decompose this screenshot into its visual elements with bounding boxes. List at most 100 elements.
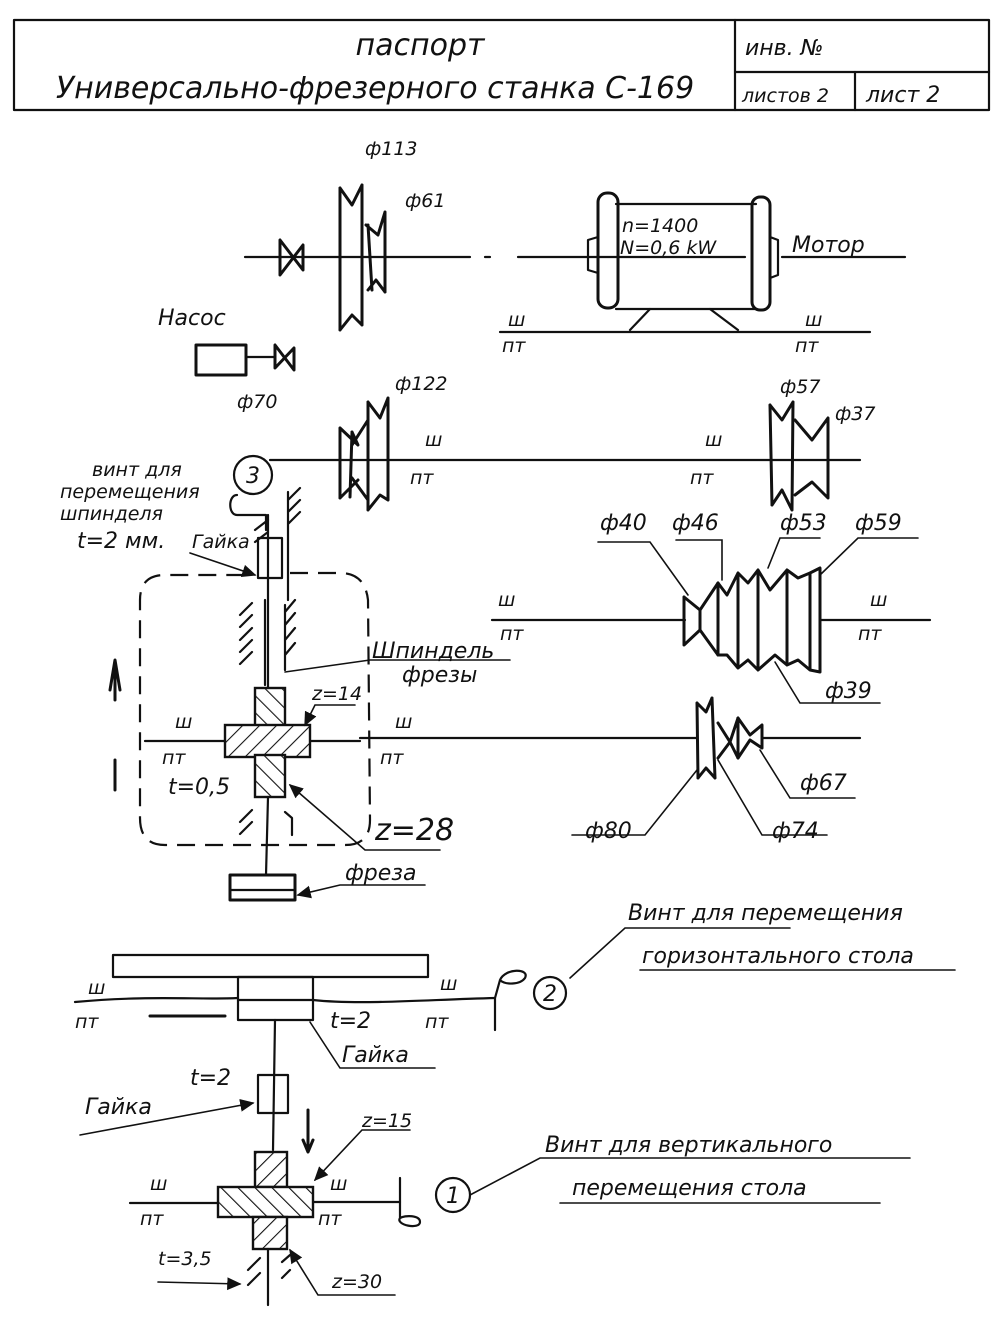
spindle-screw-label: винт для <box>92 459 182 481</box>
gear-z15-label: z=15 <box>361 1110 412 1132</box>
pulley-113-icon <box>338 183 364 332</box>
handwheel-icon <box>229 493 268 532</box>
bearing-symbol-bottom: пт <box>858 623 882 645</box>
pulley-122-label: ф122 <box>395 373 448 395</box>
gear-z14-icon <box>253 686 287 730</box>
title-block: паспорт Универсально-фрезерного станка С… <box>12 18 991 112</box>
vertical-motion-arrow <box>301 1108 315 1154</box>
pulley-122-icon <box>350 396 390 512</box>
motor-icon <box>498 191 872 334</box>
cone-59-label: ф59 <box>855 511 902 536</box>
pump-label: Насос <box>158 306 226 331</box>
pump-icon <box>194 343 248 377</box>
lower-shaft-assembly: ф80 ф74 ф67 <box>358 696 862 844</box>
horizontal-table-assembly: ш пт ш пт t=2 2 Винт для перемещения гор… <box>73 901 956 1069</box>
worm-gear-icon <box>223 723 312 759</box>
bearing-icon <box>238 601 254 666</box>
bearing-symbol-top: ш <box>705 429 722 451</box>
pulley-37-icon <box>793 416 830 500</box>
pulley-80-label: ф80 <box>585 819 632 844</box>
bearing-symbol-bottom: пт <box>690 467 714 489</box>
document-title: паспорт <box>356 28 487 63</box>
pump-pulley-icon <box>273 343 296 372</box>
bearing-symbol-bottom: пт <box>410 467 434 489</box>
bearing-symbol-bottom: пт <box>425 1011 449 1033</box>
vertical-screw-label: Винт для вертикального <box>545 1133 832 1158</box>
spindle-assembly: 3 винт для перемещения шпинделя t=2 мм. … <box>60 454 511 902</box>
milling-cutter-icon <box>228 873 297 902</box>
spindle-screw-label: шпинделя <box>60 503 163 525</box>
spindle-screw-label: перемещения <box>60 481 200 503</box>
bearing-symbol-bottom: пт <box>162 747 186 769</box>
bearing-symbol-top: ш <box>508 309 525 331</box>
bearing-symbol-top: ш <box>805 309 822 331</box>
bearing-symbol-bottom: пт <box>140 1208 164 1230</box>
bearing-symbol-top: ш <box>395 711 412 733</box>
bearing-icon <box>283 598 297 672</box>
pulley-74-label: ф74 <box>772 819 819 844</box>
cone-pulley-icon <box>682 581 720 657</box>
motor-label: Мотор <box>792 233 865 258</box>
bearing-symbol-bottom: пт <box>75 1011 99 1033</box>
intermediate-shaft-assembly: ф122 ш пт ш пт ф57 ф37 <box>268 373 875 512</box>
inventory-number-label: инв. № <box>745 36 824 61</box>
bearing-symbol-top: ш <box>440 973 457 995</box>
bevel-gear-icon <box>216 1185 315 1219</box>
callout-3-circle <box>232 454 274 496</box>
bearing-symbol-bottom: пт <box>380 747 404 769</box>
pulley-57-label: ф57 <box>780 376 820 398</box>
pump-assembly: Насос ф70 <box>158 306 296 413</box>
cone-pulley-icon <box>716 566 822 674</box>
pulley-80-icon <box>695 696 717 780</box>
gear-z30-icon <box>251 1215 289 1251</box>
lead-screw-line <box>73 996 497 1004</box>
horizontal-screw-pitch: t=2 <box>330 1009 371 1034</box>
spindle-nut-label: Гайка <box>192 531 250 553</box>
gear-z14-label: z=14 <box>311 683 362 705</box>
lead-screw-line <box>271 1018 277 1152</box>
cone-40-label: ф40 <box>600 511 647 536</box>
vertical-nut-label: Гайка <box>85 1095 152 1120</box>
cone-46-label: ф46 <box>672 511 719 536</box>
bearing-symbol-top: ш <box>498 589 515 611</box>
pulley-113-label: ф113 <box>365 138 418 160</box>
callout-3-number: 3 <box>246 464 260 489</box>
bearing-symbol-top: ш <box>870 589 887 611</box>
bearing-symbol-top: ш <box>150 1173 167 1195</box>
bearing-icon <box>238 808 294 837</box>
bearing-symbol-bottom: пт <box>318 1208 342 1230</box>
gear-z30-label: z=30 <box>331 1271 382 1293</box>
spindle-pitch-label: t=0,5 <box>168 775 230 800</box>
coupling-icon <box>278 238 305 277</box>
vertical-screw-pitch-bottom: t=3,5 <box>158 1248 212 1270</box>
vertical-table-assembly: t=2 Гайка ш пт ш пт 1 Винт для вертикаль… <box>79 1018 911 1307</box>
vertical-screw-label: перемещения стола <box>572 1176 807 1201</box>
bearing-symbol-bottom: пт <box>502 335 526 357</box>
pulley-61-label: ф61 <box>405 190 445 212</box>
horizontal-nut-label: Гайка <box>342 1043 409 1068</box>
vertical-nut-icon <box>256 1073 290 1115</box>
pulley-122-icon <box>338 426 360 500</box>
pulley-67-icon <box>736 716 764 760</box>
horizontal-screw-label: Винт для перемещения <box>628 901 903 926</box>
table-icon <box>111 953 430 979</box>
sheets-total-label: листов 2 <box>741 85 829 107</box>
pulley-57-icon <box>768 400 795 512</box>
cone-39-label: ф39 <box>825 679 872 704</box>
machine-name: Универсально-фрезерного станка С-169 <box>56 71 694 106</box>
callout-2-number: 2 <box>543 982 557 1007</box>
callout-2-circle <box>532 975 568 1011</box>
pulley-74-icon <box>716 716 740 760</box>
callout-1-number: 1 <box>446 1184 460 1209</box>
horizontal-screw-label: горизонтального стола <box>642 944 914 969</box>
handwheel-icon <box>398 1176 422 1228</box>
bearing-symbol-top: ш <box>330 1173 347 1195</box>
spindle-label: фрезы <box>402 663 477 688</box>
pulley-61-icon <box>364 210 387 294</box>
bearing-symbol-bottom: пт <box>500 623 524 645</box>
gear-z15-icon <box>253 1150 289 1189</box>
cone-pulley-assembly: ш пт ш пт ф40 ф46 ф53 ф59 ф39 <box>490 511 932 704</box>
spindle-nut-icon <box>256 536 284 580</box>
motor-power: N=0,6 kW <box>620 237 717 259</box>
